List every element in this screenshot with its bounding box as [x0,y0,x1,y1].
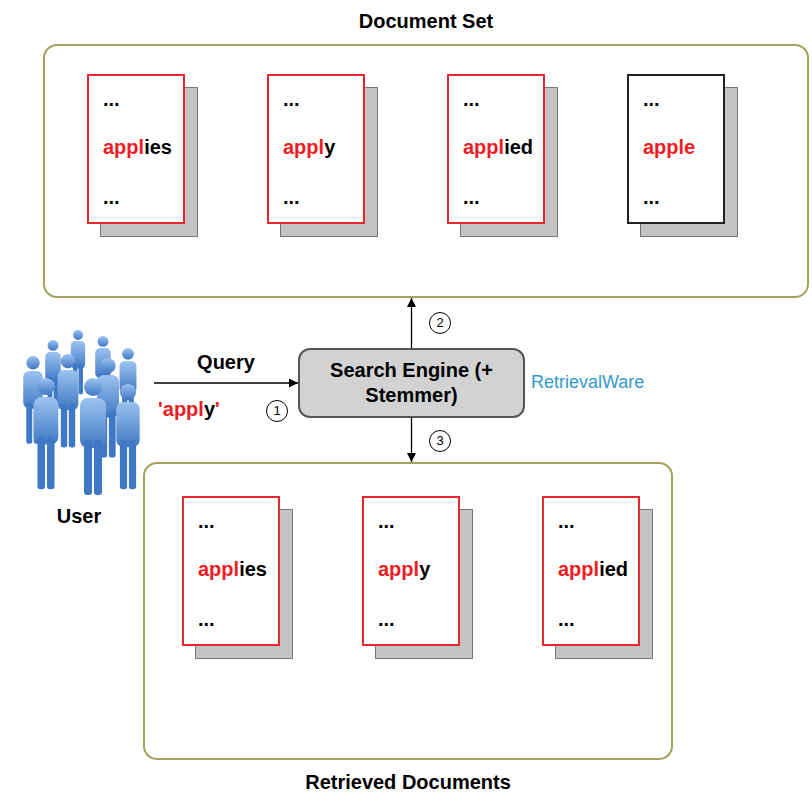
ellipsis: ... [198,510,215,532]
document-page: ... applied... [447,74,545,224]
product-name: RetrievalWare [531,372,644,393]
ellipsis: ... [283,186,300,208]
ellipsis: ... [198,608,215,630]
document-page: ... applies... [182,496,280,646]
ellipsis: ... [103,186,120,208]
document-page: ... apply... [267,74,365,224]
flow-arrow [411,418,412,462]
document-word: applied [463,136,533,158]
callout-number: 3 [429,430,451,452]
callout-number: 2 [429,312,451,334]
flow-arrow [154,382,298,383]
edge-label: Query [195,351,257,374]
ellipsis: ... [463,88,480,110]
flow-arrow [411,298,412,348]
document-word: apply [378,558,430,580]
query-text: 'apply' [158,398,220,421]
person-figure [80,378,106,495]
user-figure: User [8,318,150,528]
group-title: Document Set [45,10,807,33]
people-icon [8,318,150,502]
document-page: ... applied... [542,496,640,646]
document-group: Document Set...applies......apply......a… [43,44,809,298]
ellipsis: ... [558,608,575,630]
ellipsis: ... [643,186,660,208]
ellipsis: ... [643,88,660,110]
document-page: ... apply... [362,496,460,646]
document-word: applies [103,136,172,158]
process-box: Search Engine (+ Stemmer) [298,348,525,418]
document-page: ... apple... [627,74,725,224]
document-group: Retrieved Documents...applies......apply… [143,462,673,760]
callout-number: 1 [266,400,288,422]
actor-label: User [8,505,150,528]
ellipsis: ... [558,510,575,532]
person-figure [58,354,79,448]
document-word: apply [283,136,335,158]
group-title: Retrieved Documents [145,771,671,794]
person-figure [34,378,59,489]
ellipsis: ... [378,510,395,532]
ellipsis: ... [463,186,480,208]
ellipsis: ... [378,608,395,630]
document-page: ... applies... [87,74,185,224]
document-word: applied [558,558,628,580]
document-word: apple [643,136,695,158]
ellipsis: ... [283,88,300,110]
person-figure [116,384,139,489]
document-word: applies [198,558,267,580]
ellipsis: ... [103,88,120,110]
process-label: Search Engine (+ Stemmer) [327,358,497,408]
